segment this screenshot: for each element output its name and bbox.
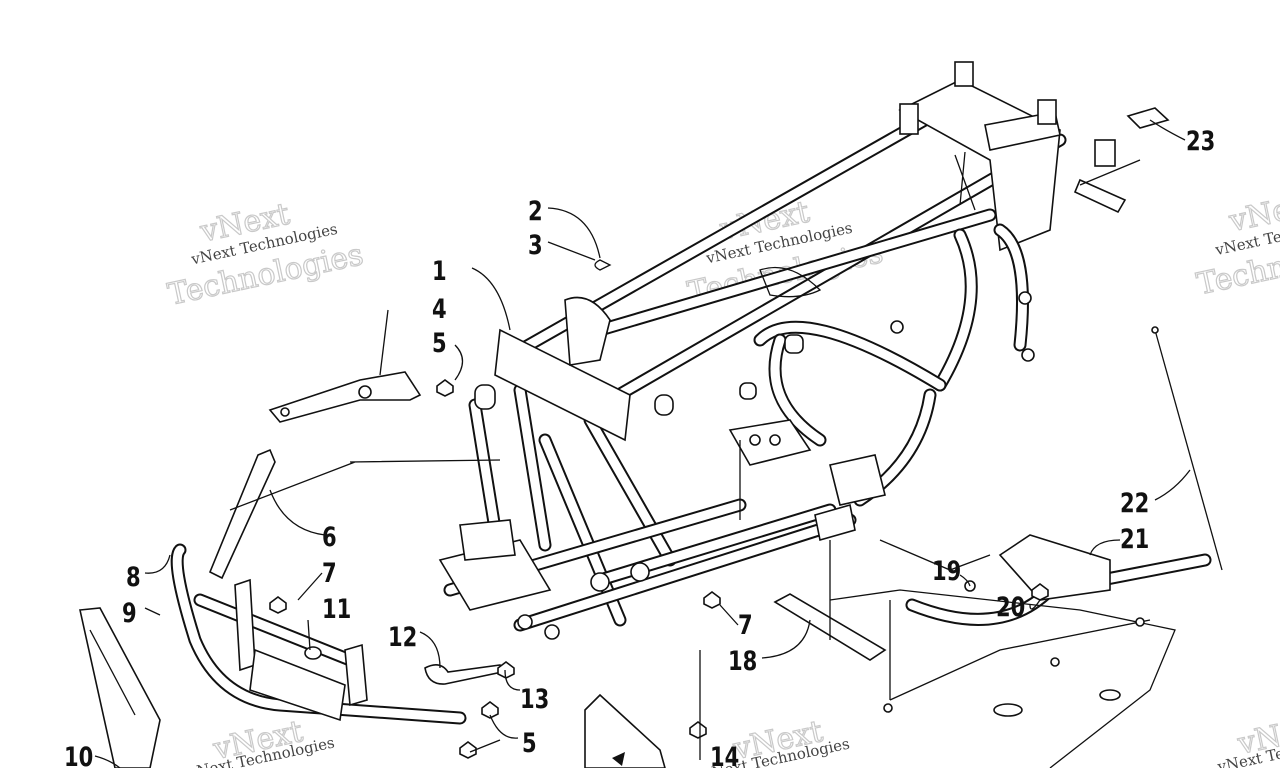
callout-23: 23 (1186, 125, 1215, 156)
callout-11: 11 (322, 593, 351, 624)
callout-14: 14 (710, 741, 739, 768)
callout-12: 12 (388, 621, 417, 652)
callout-10: 10 (64, 741, 93, 768)
callout-18: 18 (728, 645, 757, 676)
callout-2: 2 (528, 195, 543, 226)
main-frame (438, 61, 1127, 640)
callout-19: 19 (932, 555, 961, 586)
callout-8: 8 (126, 561, 141, 592)
callout-1: 1 (432, 255, 447, 286)
callout-7: 7 (322, 557, 337, 588)
callout-20: 20 (996, 591, 1025, 622)
callout-6: 6 (322, 521, 337, 552)
callout-7: 7 (738, 609, 753, 640)
left-parts (79, 371, 707, 768)
callout-5: 5 (522, 727, 537, 758)
callout-labels: 1 2 3 4 5 6 7 8 9 10 11 12 13 5 14 7 18 … (64, 125, 1215, 768)
callout-3: 3 (528, 229, 543, 260)
callout-4: 4 (432, 293, 447, 324)
leader-lines (94, 119, 1191, 768)
callout-13: 13 (520, 683, 549, 714)
callout-9: 9 (122, 597, 137, 628)
callout-21: 21 (1120, 523, 1149, 554)
callout-5: 5 (432, 327, 447, 358)
callout-22: 22 (1120, 487, 1149, 518)
